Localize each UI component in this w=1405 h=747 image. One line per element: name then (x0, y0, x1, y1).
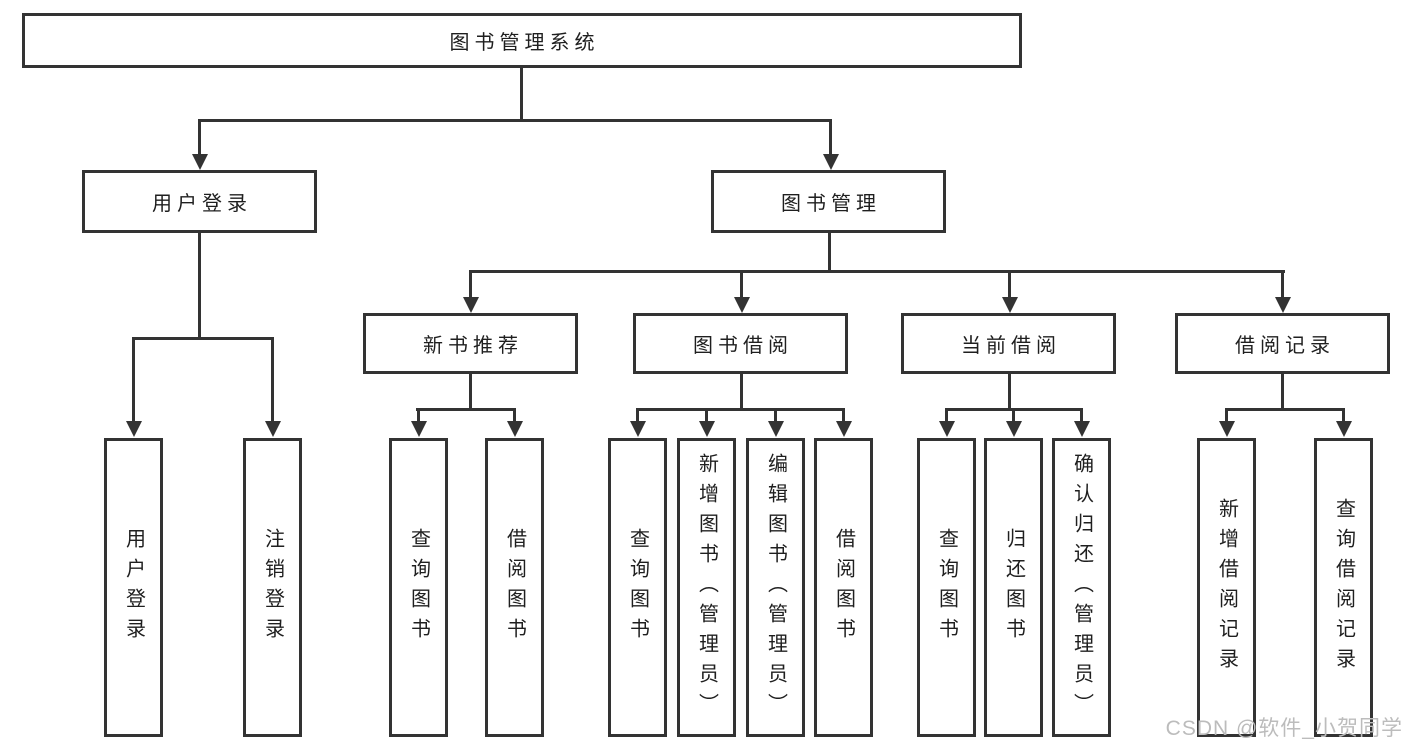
node-new-book-recommendation: 新书推荐 (363, 313, 578, 374)
connector-current-trunk (1008, 372, 1011, 410)
leaf-current-query-books: 查询图书 (917, 438, 976, 737)
connector-management-trunk (828, 231, 831, 272)
arrowhead-down (410, 408, 427, 437)
node-book-management: 图书管理 (711, 170, 946, 233)
leaf-borrow-books-label: 借阅图书 (832, 527, 855, 648)
arrowhead-down (462, 270, 479, 313)
csdn-watermark: CSDN @软件_小贺同学 (1165, 717, 1403, 740)
arrowhead-down (835, 408, 852, 437)
leaf-return-books-label: 归还图书 (1002, 527, 1025, 648)
node-borrowing-records: 借阅记录 (1175, 313, 1390, 374)
connector-records-split (1225, 408, 1345, 411)
node-book-management-label: 图书管理 (781, 193, 881, 215)
arrowhead-down (264, 337, 281, 437)
leaf-logout: 注销登录 (243, 438, 302, 737)
arrowhead-down (629, 408, 646, 437)
connector-root-trunk (520, 66, 523, 122)
node-book-borrowing: 图书借阅 (633, 313, 848, 374)
arrowhead-down (822, 119, 839, 170)
leaf-add-borrow-record-label: 新增借阅记录 (1215, 497, 1238, 678)
connector-borrowing-trunk (740, 372, 743, 410)
arrowhead-down (191, 119, 208, 170)
leaf-recommend-query-books: 查询图书 (389, 438, 448, 737)
leaf-borrowing-query-books-label: 查询图书 (626, 527, 649, 648)
node-user-login-label: 用户登录 (152, 193, 252, 215)
arrowhead-down (938, 408, 955, 437)
arrowhead-down (506, 408, 523, 437)
connector-borrowing-split (636, 408, 845, 411)
connector-recommendation-trunk (469, 372, 472, 410)
connector-user-trunk (198, 231, 201, 339)
connector-management-split (469, 270, 1285, 273)
node-user-login: 用户登录 (82, 170, 317, 233)
node-current-borrowing: 当前借阅 (901, 313, 1116, 374)
arrowhead-down (1001, 270, 1018, 313)
arrowhead-down (1005, 408, 1022, 437)
leaf-edit-books-admin: 编辑图书（管理员） (746, 438, 805, 737)
arrowhead-down (125, 337, 142, 437)
leaf-add-books-admin-label: 新增图书（管理员） (695, 452, 718, 723)
leaf-user-login-label: 用户登录 (122, 527, 145, 648)
arrowhead-down (733, 270, 750, 313)
node-borrowing-records-label: 借阅记录 (1235, 335, 1335, 357)
leaf-edit-books-admin-label: 编辑图书（管理员） (764, 452, 787, 723)
connector-root-split (198, 119, 832, 122)
connector-user-split (132, 337, 274, 340)
leaf-add-books-admin: 新增图书（管理员） (677, 438, 736, 737)
leaf-add-borrow-record: 新增借阅记录 (1197, 438, 1256, 737)
node-new-book-recommendation-label: 新书推荐 (423, 335, 523, 357)
node-root-label: 图书管理系统 (449, 32, 600, 54)
leaf-return-books: 归还图书 (984, 438, 1043, 737)
node-book-borrowing-label: 图书借阅 (693, 335, 793, 357)
connector-recommendation-split (416, 408, 516, 411)
node-current-borrowing-label: 当前借阅 (961, 335, 1061, 357)
leaf-current-query-books-label: 查询图书 (935, 527, 958, 648)
leaf-borrow-books: 借阅图书 (814, 438, 873, 737)
leaf-user-login: 用户登录 (104, 438, 163, 737)
leaf-recommend-borrow-books-label: 借阅图书 (503, 527, 526, 648)
arrowhead-down (1274, 270, 1291, 313)
leaf-logout-label: 注销登录 (261, 527, 284, 648)
node-root: 图书管理系统 (22, 13, 1022, 68)
leaf-query-borrow-record: 查询借阅记录 (1314, 438, 1373, 737)
arrowhead-down (1335, 408, 1352, 437)
leaf-query-borrow-record-label: 查询借阅记录 (1332, 497, 1355, 678)
arrowhead-down (698, 408, 715, 437)
leaf-confirm-return-admin-label: 确认归还（管理员） (1070, 452, 1093, 723)
leaf-confirm-return-admin: 确认归还（管理员） (1052, 438, 1111, 737)
connector-records-trunk (1281, 372, 1284, 410)
arrowhead-down (1073, 408, 1090, 437)
leaf-recommend-query-books-label: 查询图书 (407, 527, 430, 648)
arrowhead-down (1218, 408, 1235, 437)
leaf-borrowing-query-books: 查询图书 (608, 438, 667, 737)
leaf-recommend-borrow-books: 借阅图书 (485, 438, 544, 737)
arrowhead-down (767, 408, 784, 437)
